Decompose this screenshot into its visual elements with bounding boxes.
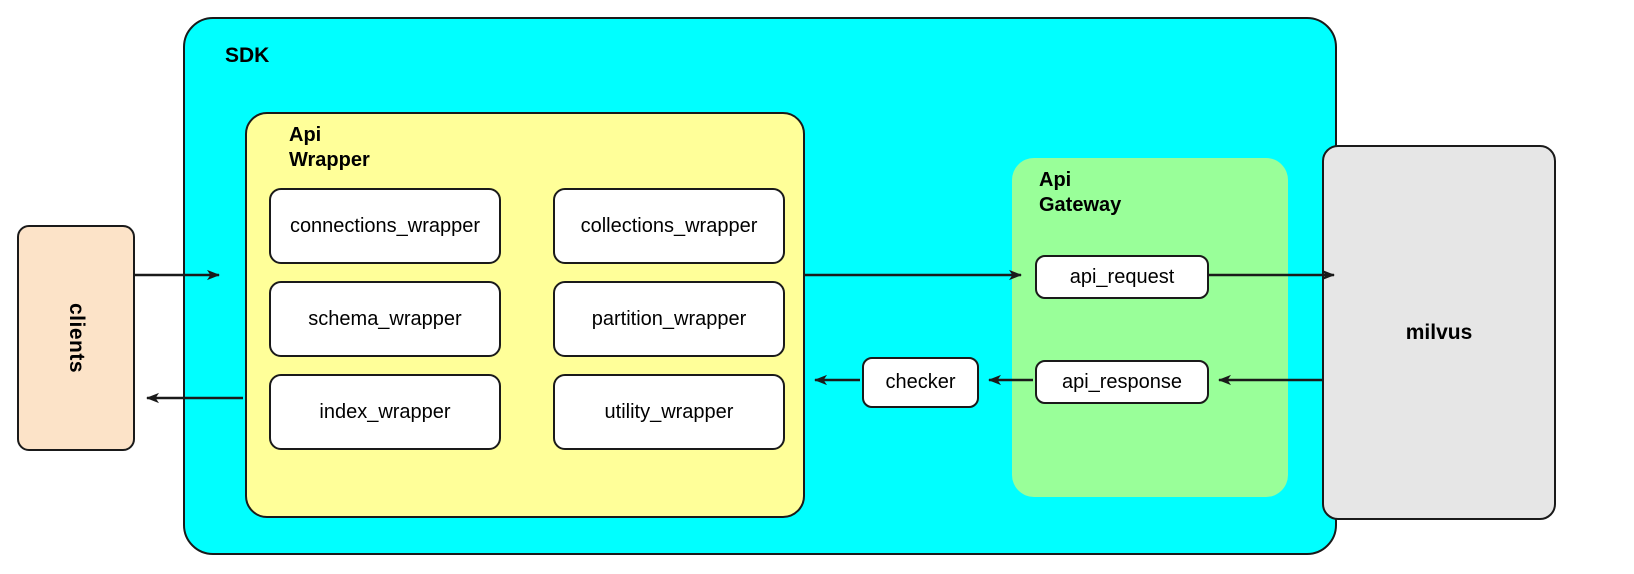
api-gateway-label-line1: Api (1039, 169, 1072, 191)
wrapper-item-partition[interactable]: partition_wrapper (553, 281, 785, 357)
api-request-node[interactable]: api_request (1035, 255, 1209, 299)
wrapper-item-index[interactable]: index_wrapper (269, 374, 501, 450)
api-wrapper-label-line2: Wrapper (289, 149, 370, 171)
clients-node[interactable]: clients (17, 225, 135, 451)
wrapper-item-schema[interactable]: schema_wrapper (269, 281, 501, 357)
wrapper-item-collections[interactable]: collections_wrapper (553, 188, 785, 264)
clients-label: clients (65, 302, 88, 374)
api-gateway-label-line2: Gateway (1039, 194, 1122, 216)
api-wrapper-grid: connections_wrapper collections_wrapper … (269, 188, 785, 498)
wrapper-item-connections[interactable]: connections_wrapper (269, 188, 501, 264)
checker-node[interactable]: checker (862, 357, 979, 408)
milvus-node[interactable]: milvus (1322, 145, 1556, 520)
wrapper-item-utility[interactable]: utility_wrapper (553, 374, 785, 450)
api-wrapper-label-line1: Api (289, 124, 322, 146)
sdk-label: SDK (225, 44, 270, 67)
api-response-node[interactable]: api_response (1035, 360, 1209, 404)
